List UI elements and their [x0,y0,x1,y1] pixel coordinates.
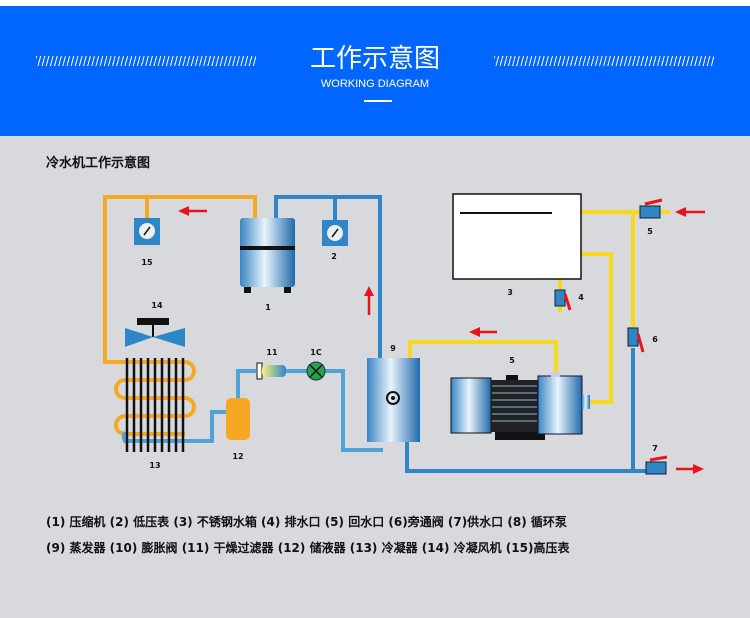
section-title: 冷水机工作示意图 [46,156,151,171]
pipe-yellow [408,210,670,404]
high-pressure-gauge [134,218,160,245]
label-condenser: 13 [149,461,160,470]
label-filter: 11 [266,348,278,357]
pipe-orange [103,195,257,364]
header-banner [0,6,750,136]
label-high-gauge: 15 [141,258,153,267]
label-drain: 4 [578,293,584,302]
dryer-filter [256,362,286,380]
flow-arrow-left [469,327,497,337]
flow-arrow-in [675,207,705,217]
flow-arrow-left [178,206,207,216]
circulation-pump [450,372,590,440]
label-supply: 7 [652,444,658,453]
compressor [240,218,295,293]
page-title: 工作示意图 [309,44,440,74]
flow-arrow-up [364,286,374,315]
legend-line-2: (9) 蒸发器 (10) 膨胀阀 (11) 干燥过滤器 (12) 储液器 (13… [46,541,570,555]
pipe-blue-suction [274,195,382,358]
water-tank [452,193,582,280]
pipe-blue-water [405,348,650,473]
evaporator [367,358,420,442]
label-return-valve: 5 [647,227,653,236]
condenser-fins [125,358,185,452]
pipe-blue-liquid [185,369,383,452]
label-pump: 5 [509,356,515,365]
legend-line-1: (1) 压缩机 (2) 低压表 (3) 不锈钢水箱 (4) 排水口 (5) 回水… [46,515,567,529]
label-evaporator: 9 [390,344,396,353]
flow-arrow-out [676,464,704,474]
valve-drain [554,289,572,311]
page-subtitle: WORKING DIAGRAM [320,78,430,90]
valve-return [639,198,663,219]
expansion-valve [306,361,326,381]
label-expansion: 1C [310,348,322,357]
label-tank: 3 [507,288,513,297]
valve-supply [645,455,668,475]
label-fan: 14 [151,301,163,310]
label-bypass: 6 [652,335,658,344]
label-receiver: 12 [232,452,243,461]
decor-hatch-left [36,56,256,66]
title-underline [364,100,392,102]
label-low-gauge: 2 [331,252,337,261]
label-compressor: 1 [265,303,271,312]
low-pressure-gauge [322,220,348,246]
valve-bypass [627,327,645,353]
decor-hatch-right [494,56,714,66]
liquid-receiver [226,398,250,440]
condenser-fan [125,318,185,347]
